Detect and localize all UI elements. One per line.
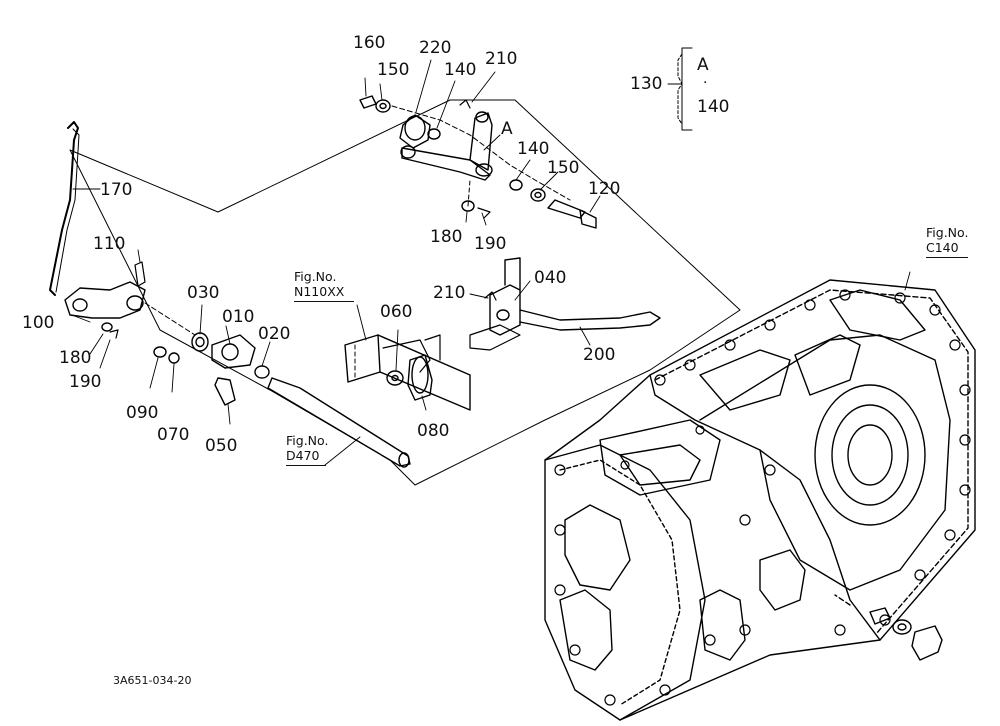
- figure-ref-n110xx-line1: Fig.No.: [294, 269, 337, 284]
- callout-080: 080: [417, 421, 450, 441]
- callout-190-upper: 190: [474, 234, 507, 254]
- callout-030: 030: [187, 283, 220, 303]
- transmission-case: [544, 279, 976, 721]
- callout-120: 120: [588, 179, 621, 199]
- callout-210-lower: 210: [433, 283, 466, 303]
- shaft-yoke-assembly: [153, 332, 411, 468]
- legend-top-label: A: [697, 55, 709, 75]
- link-040-rod-200: [469, 257, 661, 351]
- callout-190-lower: 190: [69, 372, 102, 392]
- callout-050: 050: [205, 436, 238, 456]
- callout-200: 200: [583, 345, 616, 365]
- callout-220: 220: [419, 38, 452, 58]
- callout-170: 170: [100, 180, 133, 200]
- callout-150-upper: 150: [377, 60, 410, 80]
- figure-ref-n110xx: Fig.No. N110XX: [294, 269, 344, 299]
- legend-bottom-label: 140: [697, 97, 730, 117]
- figure-ref-d470-line1: Fig.No.: [286, 433, 329, 448]
- figure-ref-d470-underline: [286, 465, 326, 466]
- callout-A: A: [501, 119, 513, 139]
- callout-010: 010: [222, 307, 255, 327]
- figure-ref-d470-line2: D470: [286, 448, 320, 463]
- group-outline: [69, 99, 741, 486]
- callout-040: 040: [534, 268, 567, 288]
- callout-140-mid: 140: [517, 139, 550, 159]
- callout-070: 070: [157, 425, 190, 445]
- legend-dot: ·: [703, 75, 708, 91]
- callout-180-lower: 180: [59, 348, 92, 368]
- callout-210-upper: 210: [485, 49, 518, 69]
- upper-lever-assembly: [359, 95, 597, 229]
- callout-180-upper: 180: [430, 227, 463, 247]
- lever-100-assembly: [64, 261, 196, 339]
- figure-ref-n110xx-underline: [294, 301, 354, 302]
- bracket-assembly: [344, 334, 471, 411]
- callout-160: 160: [353, 33, 386, 53]
- legend-bracket: [677, 47, 693, 131]
- callout-150-mid: 150: [547, 158, 580, 178]
- legend-assembly-number: 130: [630, 74, 663, 94]
- figure-ref-c140-line2: C140: [926, 240, 959, 255]
- figure-ref-d470: Fig.No. D470: [286, 433, 328, 463]
- figure-ref-n110xx-line2: N110XX: [294, 284, 345, 299]
- drawing-number: 3A651-034-20: [113, 674, 192, 687]
- callout-090: 090: [126, 403, 159, 423]
- callout-140-upper: 140: [444, 60, 477, 80]
- figure-ref-c140: Fig.No. C140: [926, 225, 968, 255]
- callout-100: 100: [22, 313, 55, 333]
- callout-110: 110: [93, 234, 126, 254]
- figure-ref-c140-underline: [926, 257, 968, 258]
- callout-020: 020: [258, 324, 291, 344]
- leader-lines: [71, 59, 911, 466]
- figure-ref-c140-line1: Fig.No.: [926, 225, 969, 240]
- callout-060: 060: [380, 302, 413, 322]
- rod-170: [49, 121, 79, 296]
